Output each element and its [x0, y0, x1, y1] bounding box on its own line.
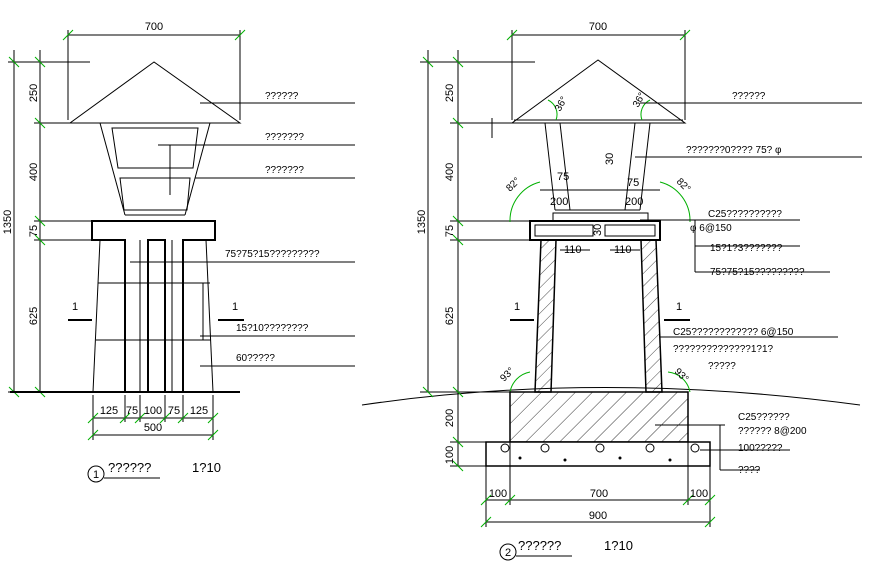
right-note-cap: C25??????????: [708, 209, 782, 220]
svg-text:82°: 82°: [504, 176, 522, 194]
left-section-marks: 1 1: [68, 301, 244, 321]
left-height-3: 75: [28, 225, 40, 237]
left-lantern-body: [99, 122, 211, 216]
right-section-drawing: 700 1350 250 400 75 625 200 100 36°: [361, 21, 862, 561]
svg-text:400: 400: [444, 163, 456, 181]
right-post-right: [640, 239, 663, 393]
left-height-2: 400: [28, 163, 40, 181]
right-note-post-extra: ?????: [708, 361, 736, 372]
svg-text:2: 2: [505, 547, 511, 559]
right-scale: 1?10: [604, 538, 633, 553]
left-total-height: 1350: [2, 210, 14, 234]
left-note-roof: ??????: [265, 91, 299, 102]
right-note-soil: ????: [738, 465, 761, 476]
svg-text:200: 200: [444, 409, 456, 427]
svg-text:1: 1: [514, 301, 520, 313]
svg-text:82°: 82°: [674, 176, 692, 194]
right-note-frame: ???????0???? 75? φ: [686, 145, 782, 156]
svg-text:700: 700: [590, 488, 608, 500]
right-post-left: [534, 239, 557, 393]
svg-text:200: 200: [625, 196, 643, 208]
left-title: ??????: [108, 460, 151, 475]
left-elevation-drawing: 700 1350 250 400 75 625: [2, 21, 355, 483]
svg-text:110: 110: [614, 244, 632, 256]
svg-text:30: 30: [604, 153, 616, 165]
right-cap: [529, 212, 661, 241]
left-height-1: 250: [28, 84, 40, 102]
left-top-dimension: 700: [62, 21, 246, 120]
right-note-angle-steel: 75?75?15?????????: [710, 267, 805, 278]
right-lantern-frame: [540, 122, 660, 211]
svg-text:110: 110: [564, 244, 582, 256]
gravel-bed: [485, 441, 711, 467]
svg-text:30: 30: [592, 224, 604, 236]
left-note-frame: ???????: [265, 165, 304, 176]
right-note-foundation: C25??????: [738, 412, 790, 423]
right-title: ??????: [518, 538, 561, 553]
right-leaders: [635, 102, 862, 471]
svg-text:1: 1: [93, 469, 99, 481]
svg-text:250: 250: [444, 84, 456, 102]
right-bottom-dimensions: [480, 442, 716, 528]
svg-text:75: 75: [627, 177, 639, 189]
svg-text:93°: 93°: [672, 366, 690, 384]
left-bottom-dimensions: [87, 395, 219, 441]
svg-text:100: 100: [690, 488, 708, 500]
svg-text:100: 100: [444, 446, 456, 464]
right-top-dimension: 700: [506, 21, 691, 120]
left-base-width: 500: [144, 422, 162, 434]
svg-text:100: 100: [144, 405, 162, 417]
left-leaders: [130, 102, 355, 367]
right-roof: [510, 59, 687, 124]
right-note-post: C25???????????? 6@150: [673, 327, 794, 338]
svg-text:625: 625: [444, 307, 456, 325]
svg-text:75: 75: [557, 171, 569, 183]
svg-text:93°: 93°: [498, 366, 516, 384]
svg-text:75: 75: [168, 405, 180, 417]
right-title-block: 2 ?????? 1?10: [499, 538, 633, 561]
svg-text:125: 125: [100, 405, 118, 417]
roof-angle-left: 36°: [553, 95, 570, 114]
left-roof: [68, 61, 242, 124]
left-top-width: 700: [145, 21, 163, 33]
svg-text:700: 700: [589, 21, 607, 33]
left-height-4: 625: [28, 307, 40, 325]
right-note-bed: 100?????: [738, 443, 783, 454]
svg-text:200: 200: [550, 196, 568, 208]
svg-text:1350: 1350: [416, 210, 428, 234]
left-vertical-dimensions: 1350 250 400 75 625: [2, 50, 92, 398]
left-note-post: 60?????: [236, 353, 275, 364]
right-note-post-finish: ??????????????1?1?: [673, 344, 774, 355]
left-post: [10, 239, 240, 393]
left-cap: [91, 220, 216, 393]
left-title-block: 1 ?????? 1?10: [87, 460, 221, 483]
right-vertical-dimensions: 1350 250 400 75 625 200 100: [416, 50, 535, 472]
left-note-glass: ???????: [265, 132, 304, 143]
left-note-angle: 75?75?15?????????: [225, 249, 320, 260]
right-note-roof: ??????: [732, 91, 766, 102]
left-scale: 1?10: [192, 460, 221, 475]
svg-text:1: 1: [676, 301, 682, 313]
svg-text:1: 1: [72, 301, 78, 313]
svg-text:75: 75: [444, 225, 456, 237]
right-note-mortar: 15?1?3???????: [710, 243, 783, 254]
roof-angle-right: 36°: [631, 91, 648, 110]
right-note-foundation-rebar: ?????? 8@200: [738, 426, 807, 437]
svg-text:75: 75: [126, 405, 138, 417]
right-section-marks: 1 1: [510, 301, 690, 321]
svg-text:100: 100: [489, 488, 507, 500]
right-base-width: 900: [589, 510, 607, 522]
left-note-strip: 15?10????????: [236, 323, 309, 334]
svg-text:1: 1: [232, 301, 238, 313]
right-note-rebar-cap: φ 6@150: [690, 223, 732, 234]
ground-line: [361, 387, 861, 406]
foundation-block: [509, 391, 689, 443]
svg-text:125: 125: [190, 405, 208, 417]
